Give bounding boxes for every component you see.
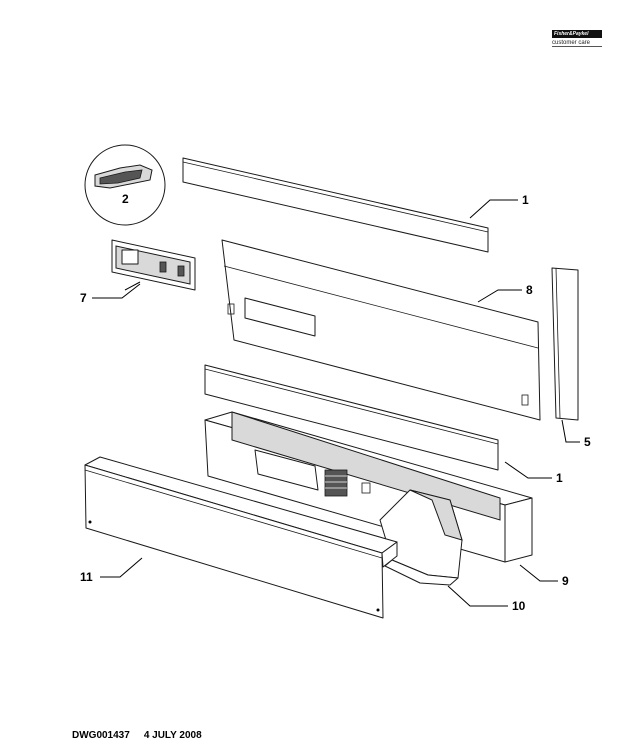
callout-8: 8 — [526, 283, 533, 297]
callout-11: 11 — [80, 570, 93, 584]
vent-grille — [324, 469, 348, 497]
brand-name: Fisher&Paykel — [552, 30, 602, 38]
part-8-rear-panel — [221, 239, 541, 421]
drawing-footer: DWG001437 4 JULY 2008 — [72, 730, 216, 741]
callout-1-top: 1 — [522, 193, 529, 207]
part-11-front-fascia — [84, 456, 398, 619]
part-2-detail — [84, 144, 166, 226]
callout-2: 2 — [122, 192, 129, 206]
part-1-top-strip — [182, 157, 489, 253]
drawing-id: DWG001437 — [72, 730, 130, 741]
callout-10: 10 — [512, 599, 526, 613]
callout-9: 9 — [562, 574, 569, 588]
callout-1-lower: 1 — [556, 471, 563, 485]
callout-5: 5 — [584, 435, 591, 449]
part-5-side-post — [551, 267, 579, 421]
brand-logo: Fisher&Paykel customer care — [552, 30, 602, 47]
part-1-lower-strip — [204, 364, 499, 471]
callout-7: 7 — [80, 291, 87, 305]
brand-sub: customer care — [552, 40, 602, 47]
drawing-date: 4 JULY 2008 — [143, 730, 202, 741]
callout-labels: 1 2 7 8 5 1 9 11 10 — [80, 192, 591, 613]
leader-lines — [92, 199, 580, 607]
part-7-bracket — [111, 239, 196, 291]
